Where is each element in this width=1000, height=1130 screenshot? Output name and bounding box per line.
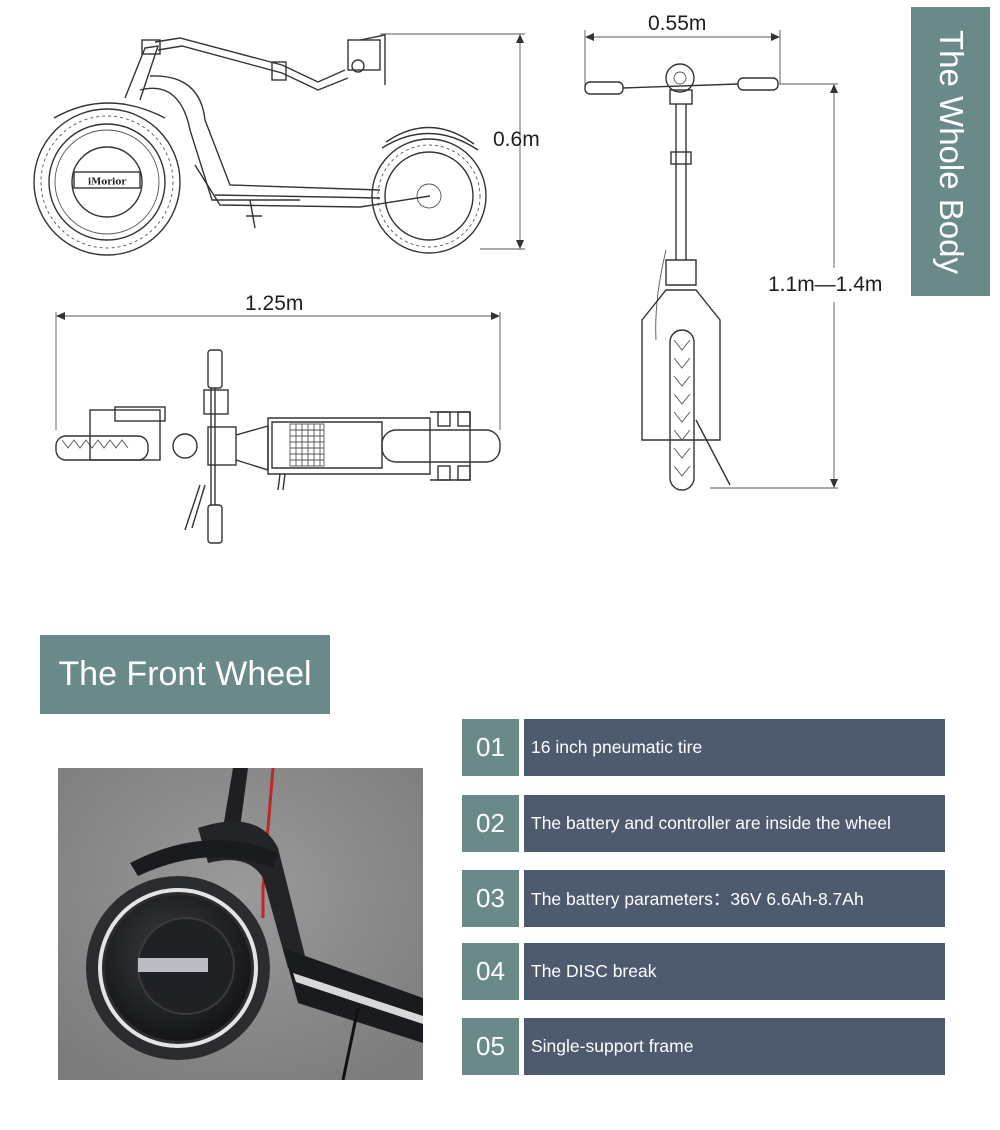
side-height-dimension: [380, 33, 525, 250]
whole-body-title: The Whole Body: [932, 29, 970, 274]
side-height-label: 0.6m: [493, 128, 540, 151]
side-rear-wheel: [371, 126, 487, 254]
feature-row: 05 Single-support frame: [462, 1018, 945, 1075]
feature-text: 16 inch pneumatic tire: [524, 719, 945, 776]
side-front-fender: [53, 102, 166, 119]
feature-text: The battery parameters：36V 6.6Ah-8.7Ah: [524, 870, 945, 927]
feature-row: 04 The DISC break: [462, 943, 945, 1000]
feature-text: The battery and controller are inside th…: [524, 795, 945, 852]
front-wheel-title: The Front Wheel: [58, 655, 312, 693]
top-body: [55, 349, 501, 544]
front-height-label: 1.1m—1.4m: [768, 273, 883, 296]
feature-text: The DISC break: [524, 943, 945, 1000]
front-wheel-banner: The Front Wheel: [40, 635, 330, 714]
feature-number: 02: [462, 795, 519, 852]
feature-number: 05: [462, 1018, 519, 1075]
front-height-dimension: [710, 83, 838, 489]
feature-text: Single-support frame: [524, 1018, 945, 1075]
feature-number: 03: [462, 870, 519, 927]
feature-row: 01 16 inch pneumatic tire: [462, 719, 945, 776]
front-wheel-photo: [58, 768, 423, 1080]
front-width-label: 0.55m: [648, 12, 707, 35]
feature-row: 02 The battery and controller are inside…: [462, 795, 945, 852]
side-front-wheel: [33, 108, 181, 256]
feature-number: 01: [462, 719, 519, 776]
top-view-drawing: [55, 312, 501, 544]
whole-body-banner: The Whole Body: [911, 7, 990, 296]
front-view-drawing: [584, 30, 838, 491]
feature-number: 04: [462, 943, 519, 1000]
feature-row: 03 The battery parameters：36V 6.6Ah-8.7A…: [462, 870, 945, 927]
top-length-label: 1.25m: [245, 292, 304, 315]
front-body: [584, 63, 779, 491]
side-view-drawing: iMorior: [33, 33, 525, 256]
top-length-dimension: [55, 312, 501, 430]
front-width-dimension: [584, 30, 781, 85]
side-frame: [124, 34, 431, 229]
wheel-logo-text: iMorior: [88, 178, 127, 188]
